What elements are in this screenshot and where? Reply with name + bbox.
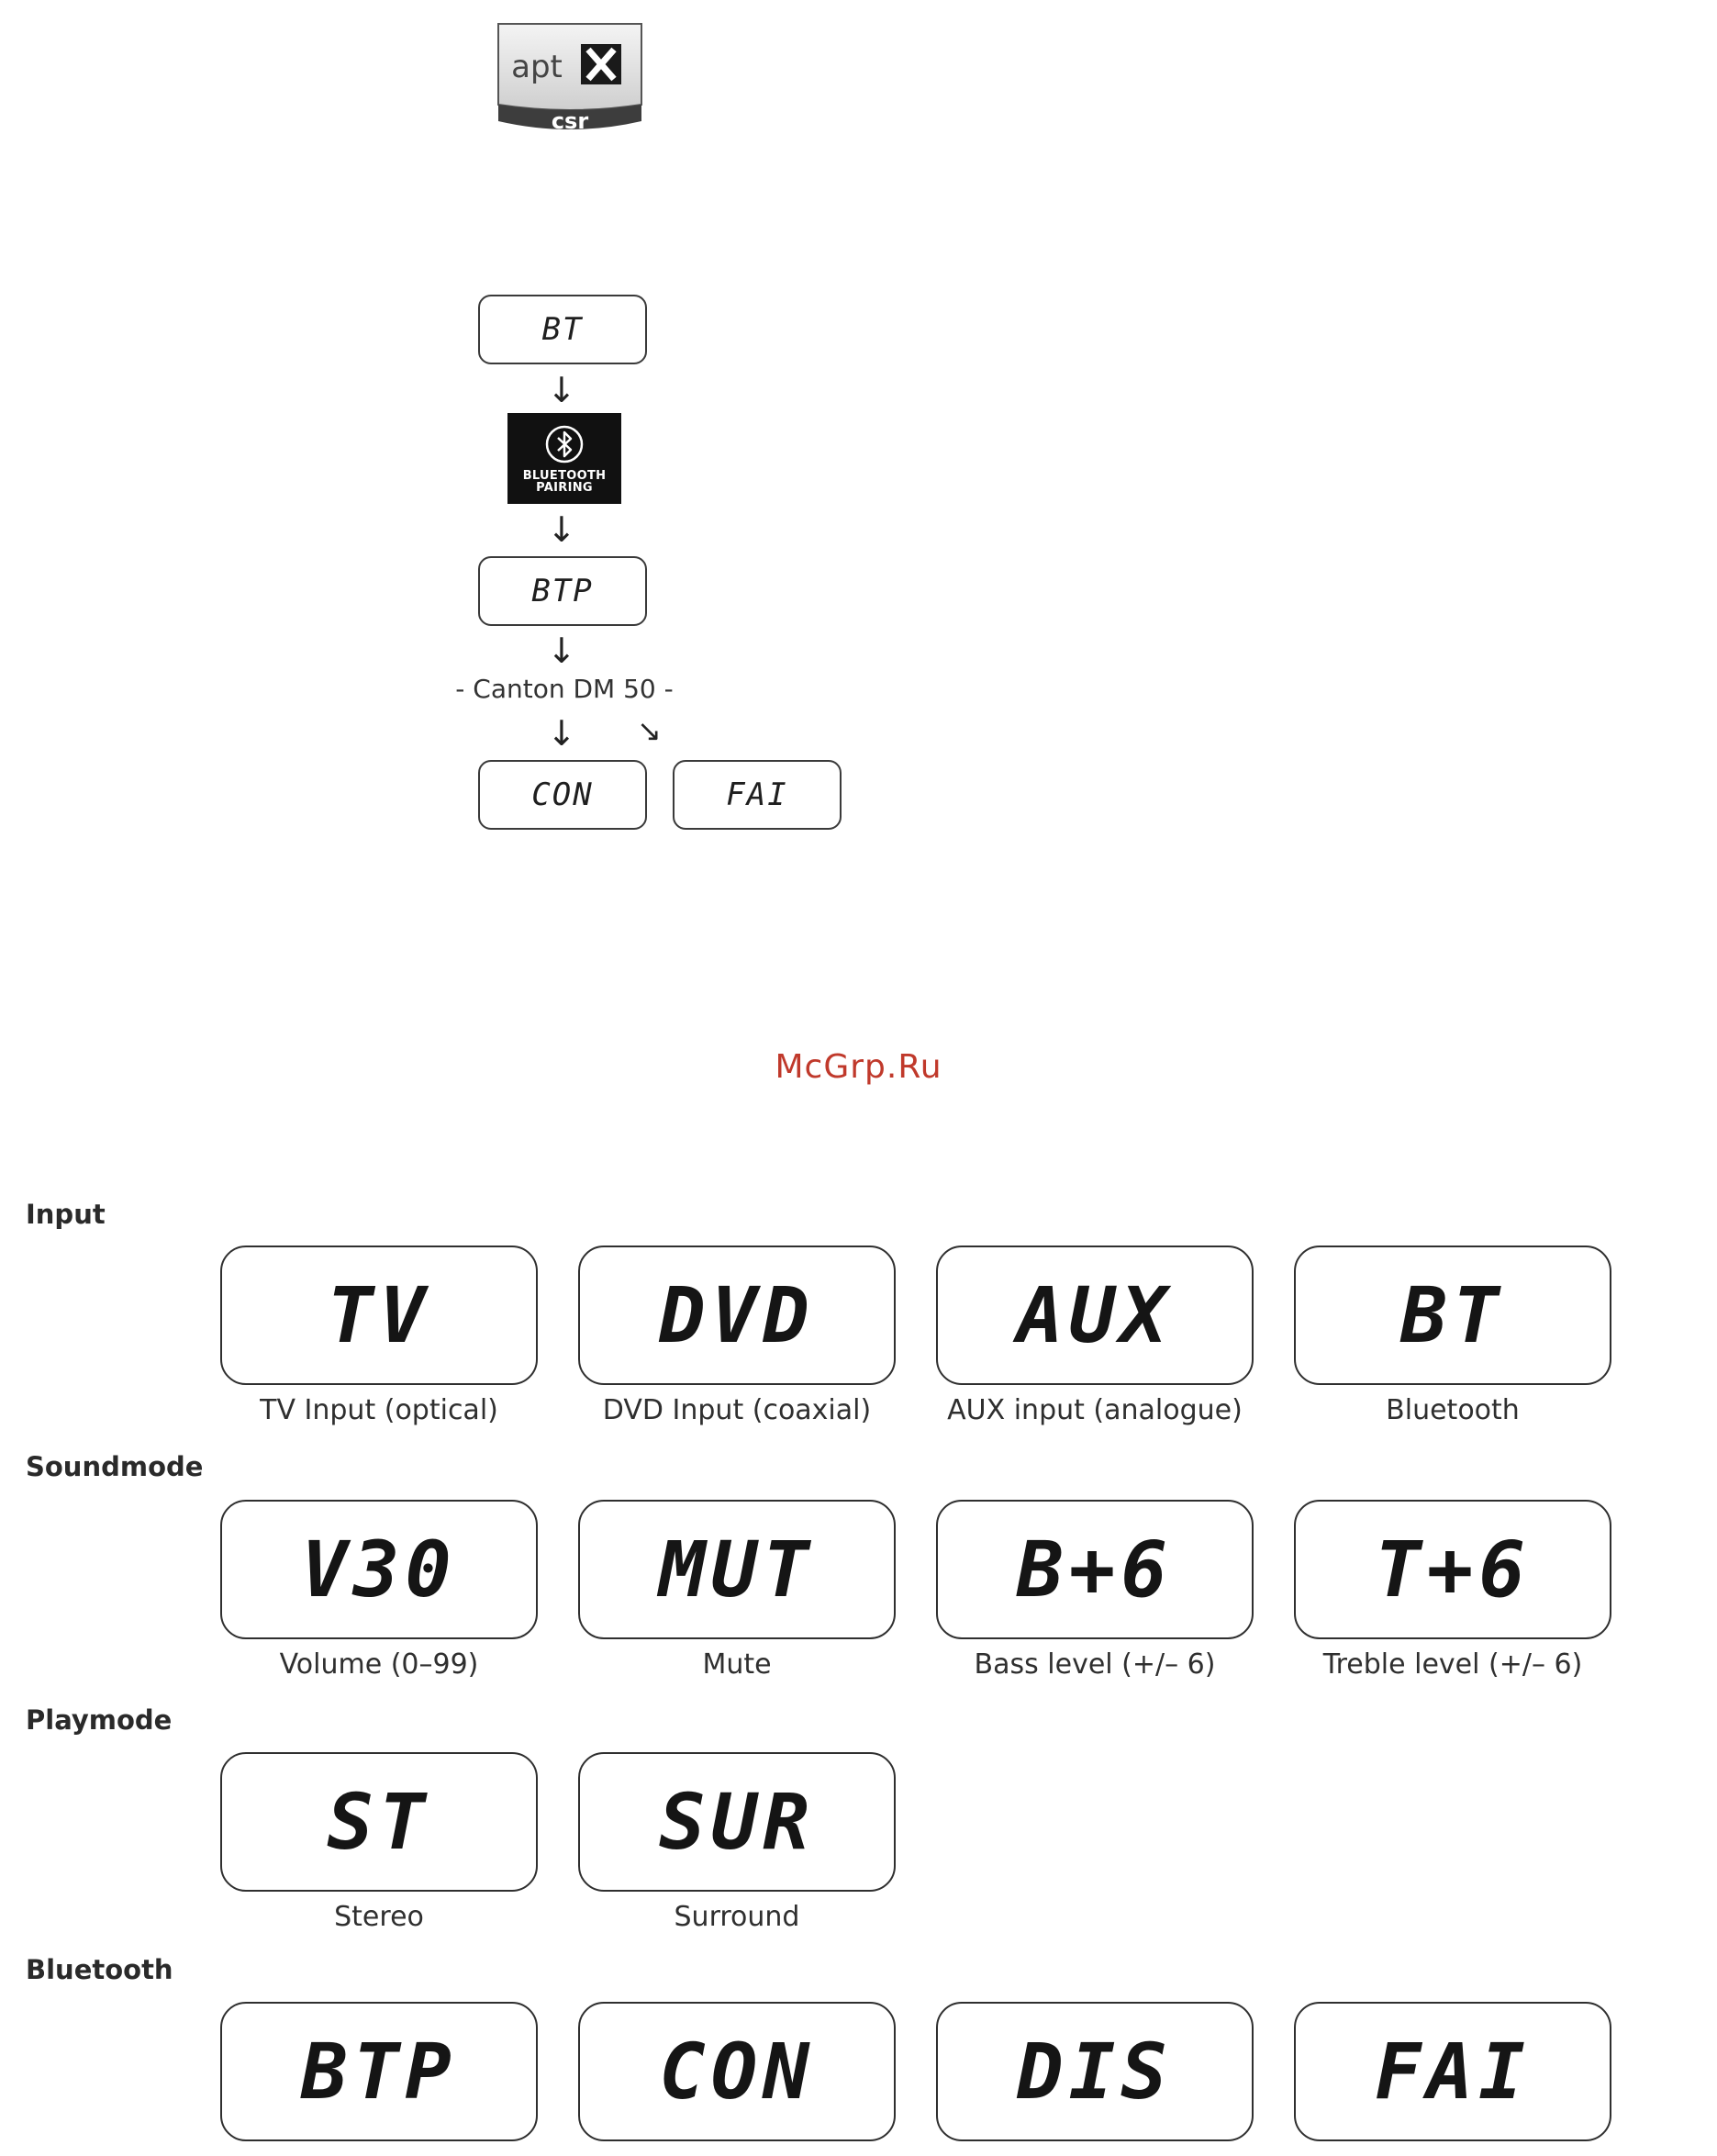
bluetooth-icon bbox=[545, 425, 584, 463]
display-caption: DVD Input (coaxial) bbox=[602, 1394, 872, 1426]
section-title-playmode: Playmode bbox=[26, 1704, 173, 1736]
display-caption: Surround bbox=[674, 1901, 800, 1933]
display-card: CON bbox=[578, 2002, 896, 2141]
lcd-display: TV bbox=[220, 1246, 538, 1385]
display-card: V30 Volume (0–99) bbox=[220, 1500, 538, 1681]
aptx-csr-logo: apt csr bbox=[497, 23, 642, 134]
lcd-display: T+6 bbox=[1294, 1500, 1611, 1639]
down-arrow-icon: ↓ bbox=[547, 631, 576, 671]
display-card: SUR Surround bbox=[578, 1752, 896, 1933]
bluetooth-pairing-indicator: BLUETOOTH PAIRING bbox=[507, 413, 621, 504]
display-card: MUT Mute bbox=[578, 1500, 896, 1681]
diagonal-arrow-icon: ↘ bbox=[637, 713, 662, 748]
display-card: BT Bluetooth bbox=[1294, 1246, 1611, 1426]
display-caption: Mute bbox=[702, 1648, 772, 1681]
display-card: DIS bbox=[936, 2002, 1254, 2141]
lcd-display: ST bbox=[220, 1752, 538, 1892]
display-card: B+6 Bass level (+/– 6) bbox=[936, 1500, 1254, 1681]
svg-text:csr: csr bbox=[552, 108, 589, 134]
lcd-display: FAI bbox=[1294, 2002, 1611, 2141]
bt-pairing-label-2: PAIRING bbox=[536, 480, 593, 495]
lcd-display: V30 bbox=[220, 1500, 538, 1639]
section-title-bluetooth: Bluetooth bbox=[26, 1954, 173, 1985]
display-card: DVD DVD Input (coaxial) bbox=[578, 1246, 896, 1426]
lcd-btp: BTP bbox=[478, 556, 647, 626]
display-caption: AUX input (analogue) bbox=[947, 1394, 1243, 1426]
lcd-display: CON bbox=[578, 2002, 896, 2141]
lcd-display: SUR bbox=[578, 1752, 896, 1892]
display-caption: TV Input (optical) bbox=[260, 1394, 498, 1426]
display-caption: Treble level (+/– 6) bbox=[1322, 1648, 1583, 1681]
lcd-display: BT bbox=[1294, 1246, 1611, 1385]
lcd-display: BTP bbox=[220, 2002, 538, 2141]
display-card: AUX AUX input (analogue) bbox=[936, 1246, 1254, 1426]
display-card: ST Stereo bbox=[220, 1752, 538, 1933]
display-caption: Stereo bbox=[334, 1901, 424, 1933]
display-caption: Bass level (+/– 6) bbox=[974, 1648, 1216, 1681]
display-card: TV TV Input (optical) bbox=[220, 1246, 538, 1426]
bt-pairing-label-1: BLUETOOTH bbox=[522, 468, 607, 483]
section-title-input: Input bbox=[26, 1199, 106, 1230]
display-card: FAI bbox=[1294, 2002, 1611, 2141]
svg-text:apt: apt bbox=[511, 49, 563, 85]
lcd-display: DVD bbox=[578, 1246, 896, 1385]
lcd-bt: BT bbox=[478, 295, 647, 364]
device-name: - Canton DM 50 - bbox=[455, 674, 674, 704]
display-card: T+6 Treble level (+/– 6) bbox=[1294, 1500, 1611, 1681]
lcd-display: DIS bbox=[936, 2002, 1254, 2141]
down-arrow-icon: ↓ bbox=[547, 713, 576, 754]
display-card: BTP bbox=[220, 2002, 538, 2141]
display-caption: Bluetooth bbox=[1386, 1394, 1520, 1426]
lcd-display: B+6 bbox=[936, 1500, 1254, 1639]
lcd-con: CON bbox=[478, 760, 647, 830]
down-arrow-icon: ↓ bbox=[547, 370, 576, 410]
watermark: McGrp.Ru bbox=[775, 1048, 942, 1086]
display-caption: Volume (0–99) bbox=[279, 1648, 479, 1681]
section-title-soundmode: Soundmode bbox=[26, 1451, 204, 1482]
down-arrow-icon: ↓ bbox=[547, 509, 576, 550]
lcd-display: AUX bbox=[936, 1246, 1254, 1385]
lcd-fai: FAI bbox=[673, 760, 842, 830]
lcd-display: MUT bbox=[578, 1500, 896, 1639]
